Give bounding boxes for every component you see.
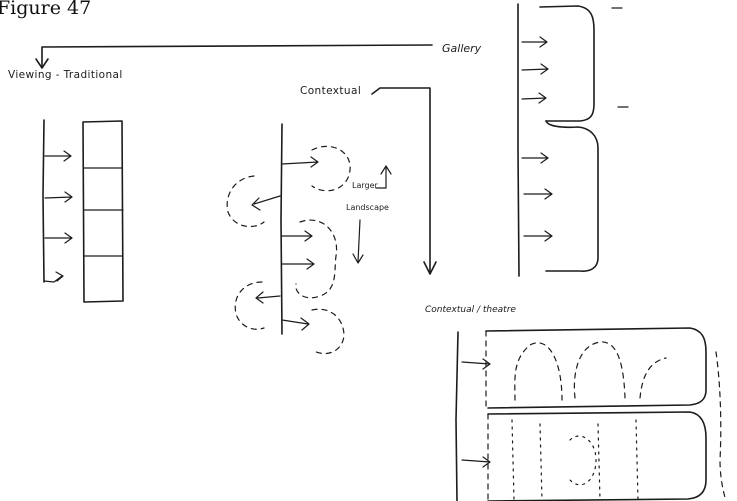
gallery-viewer-line	[518, 4, 519, 276]
theatre-upper-arcs	[515, 342, 666, 400]
theatre-room-upper	[486, 328, 706, 408]
gallery-diagram	[518, 4, 628, 276]
landscape-down-arrow	[353, 220, 363, 263]
figure-title: Figure 47	[0, 0, 91, 19]
larger-up-arrow	[376, 166, 391, 188]
gallery-view-arrows	[522, 37, 552, 241]
gallery-return-arrow	[42, 45, 432, 66]
gallery-label: Gallery	[442, 42, 482, 55]
contextual-viewer-line	[281, 124, 282, 334]
theatre-lower-marks	[512, 420, 638, 500]
traditional-view-arrows	[44, 151, 72, 282]
theatre-room-lower	[488, 412, 706, 501]
theatre-room-openings	[486, 331, 488, 501]
contextual-label: Contextual	[300, 85, 361, 97]
theatre-outer-edge	[716, 352, 726, 501]
gallery-room-upper	[540, 6, 594, 121]
landscape-label: Landscape	[346, 203, 389, 212]
contextual-down-arrow	[372, 88, 430, 272]
landscape-bubble-3	[296, 220, 337, 298]
larger-label: Larger	[352, 181, 379, 190]
traditional-viewing-diagram	[43, 120, 123, 302]
viewing-traditional-label: Viewing - Traditional	[8, 69, 123, 81]
landscape-bubble-2	[227, 176, 264, 227]
theatre-viewer-line	[456, 332, 458, 501]
gallery-tick-marks	[612, 8, 628, 107]
landscape-bubble-5	[312, 309, 344, 353]
traditional-panel-dividers	[84, 168, 123, 256]
traditional-wall-panel	[83, 121, 123, 302]
contextual-theatre-label: Contextual / theatre	[425, 305, 516, 315]
contextual-viewing-diagram: Larger Landscape	[227, 124, 391, 354]
landscape-bubble-1	[312, 146, 350, 190]
gallery-room-lower	[546, 121, 598, 271]
contextual-view-arrows	[252, 157, 318, 330]
theatre-diagram	[456, 328, 726, 501]
traditional-viewer-line	[43, 120, 44, 282]
landscape-bubble-4	[235, 282, 264, 329]
